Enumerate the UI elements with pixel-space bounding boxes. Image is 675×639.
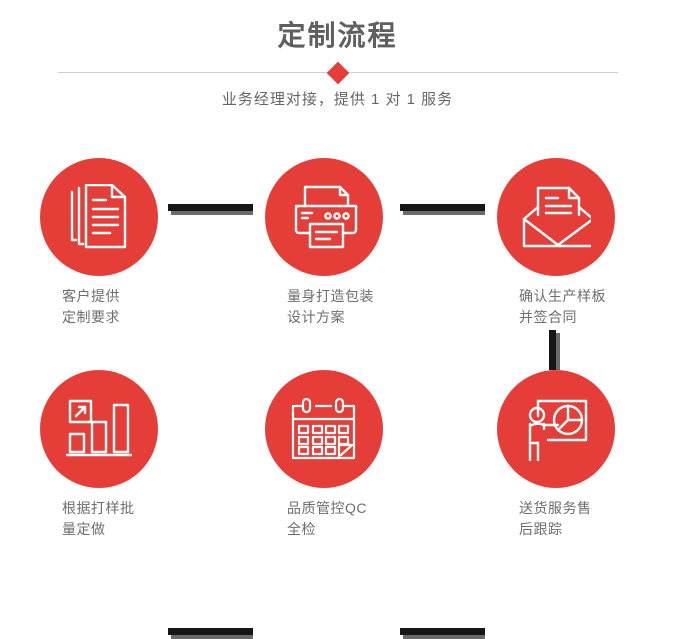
flow-step-6-label: 送货服务售 后跟踪 bbox=[519, 500, 592, 537]
presenter-pie-chart-icon bbox=[522, 396, 590, 462]
diamond-icon bbox=[326, 61, 350, 85]
divider bbox=[58, 61, 618, 85]
flow-step-6-circle[interactable] bbox=[497, 370, 615, 488]
process-flow: 客户提供 定制要求 bbox=[0, 130, 675, 639]
flow-row-1: 客户提供 定制要求 bbox=[0, 130, 675, 340]
bar-chart-growth-icon bbox=[66, 398, 132, 460]
header-section: 定制流程 业务经理对接，提供 1 对 1 服务 bbox=[0, 0, 675, 130]
flow-step-1-circle[interactable] bbox=[40, 158, 158, 276]
flow-step-4[interactable]: 根据打样批 量定做 bbox=[7, 342, 192, 547]
calendar-checklist-icon bbox=[289, 397, 359, 461]
flow-step-5-label: 品质管控QC 全检 bbox=[287, 500, 367, 537]
connector-bar bbox=[400, 204, 485, 211]
flow-step-1[interactable]: 客户提供 定制要求 bbox=[7, 130, 192, 335]
connector-bar bbox=[168, 204, 253, 211]
connector-shadow bbox=[171, 635, 253, 639]
connector-step2-step3 bbox=[400, 204, 485, 215]
connector-shadow bbox=[556, 333, 560, 370]
flow-step-5[interactable]: 品质管控QC 全检 bbox=[232, 342, 417, 547]
connector-bar bbox=[168, 628, 253, 635]
flow-step-2-label: 量身打造包装 设计方案 bbox=[287, 288, 374, 325]
envelope-document-icon bbox=[521, 185, 591, 249]
flow-step-4-label: 根据打样批 量定做 bbox=[62, 500, 135, 537]
connector-step3-step6 bbox=[549, 330, 560, 370]
printer-icon bbox=[290, 185, 358, 249]
connector-shadow bbox=[403, 211, 485, 215]
connector-bar bbox=[400, 628, 485, 635]
connector-step4-step5 bbox=[168, 628, 253, 639]
flow-row-2: 根据打样批 量定做 bbox=[0, 342, 675, 639]
connector-shadow bbox=[171, 211, 253, 215]
connector-shadow bbox=[403, 635, 485, 639]
connector-bar bbox=[549, 330, 556, 370]
connector-step1-step2 bbox=[168, 204, 253, 215]
flow-step-3[interactable]: 确认生产样板 并签合同 bbox=[464, 130, 649, 335]
flow-step-3-label: 确认生产样板 并签合同 bbox=[519, 288, 606, 325]
flow-step-2[interactable]: 量身打造包装 设计方案 bbox=[232, 130, 417, 335]
flow-step-1-label: 客户提供 定制要求 bbox=[62, 288, 120, 325]
page-subtitle: 业务经理对接，提供 1 对 1 服务 bbox=[221, 91, 454, 108]
flow-step-4-circle[interactable] bbox=[40, 370, 158, 488]
flow-step-2-circle[interactable] bbox=[265, 158, 383, 276]
flow-step-5-circle[interactable] bbox=[265, 370, 383, 488]
flow-step-6[interactable]: 送货服务售 后跟踪 bbox=[464, 342, 649, 547]
flow-step-3-circle[interactable] bbox=[497, 158, 615, 276]
page-title: 定制流程 bbox=[277, 20, 398, 51]
documents-stack-icon bbox=[68, 184, 130, 250]
connector-step5-step6 bbox=[400, 628, 485, 639]
